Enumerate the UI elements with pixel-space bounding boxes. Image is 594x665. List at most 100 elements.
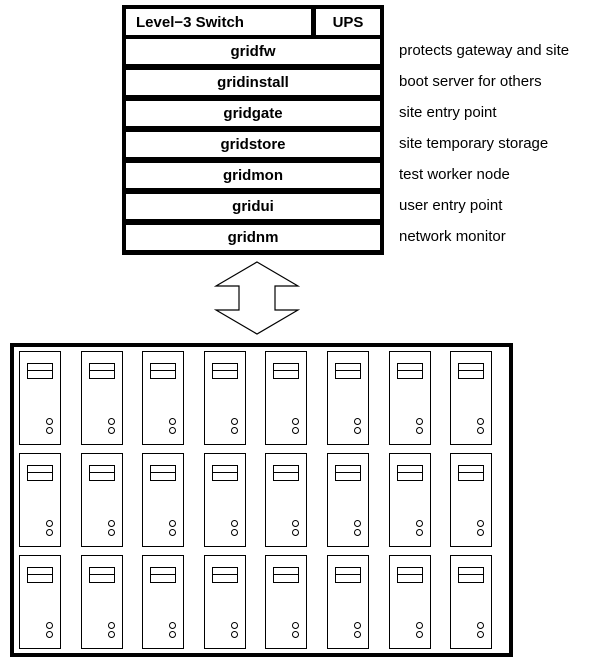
drive-bay-icon <box>89 363 115 379</box>
worker-node-icon <box>81 555 123 649</box>
worker-node-icon <box>389 351 431 445</box>
power-led-icon <box>292 529 299 536</box>
worker-node-icon <box>327 453 369 547</box>
power-led-icon <box>169 427 176 434</box>
worker-node-icon <box>142 555 184 649</box>
drive-bay-icon <box>212 363 238 379</box>
power-led-icon <box>416 427 423 434</box>
worker-node-icon <box>265 453 307 547</box>
worker-node-icon <box>81 351 123 445</box>
drive-bay-icon <box>27 567 53 583</box>
role-label-gridstore: site temporary storage <box>399 135 549 152</box>
power-led-icon <box>292 520 299 527</box>
power-led-icon <box>169 418 176 425</box>
power-led-icon <box>354 418 361 425</box>
server-gridnm: gridnm <box>126 225 380 250</box>
drive-bay-icon <box>150 363 176 379</box>
worker-node-icon <box>389 555 431 649</box>
worker-node-icon <box>19 555 61 649</box>
worker-node-icon <box>19 351 61 445</box>
worker-node-icon <box>142 351 184 445</box>
drive-bay-icon <box>27 465 53 481</box>
power-led-icon <box>354 622 361 629</box>
drive-bay-icon <box>458 363 484 379</box>
drive-bay-icon <box>150 465 176 481</box>
power-led-icon <box>416 622 423 629</box>
power-led-icon <box>416 418 423 425</box>
power-led-icon <box>169 529 176 536</box>
drive-bay-icon <box>458 465 484 481</box>
drive-bay-icon <box>89 567 115 583</box>
drive-bay-icon <box>397 465 423 481</box>
power-led-icon <box>46 520 53 527</box>
drive-bay-icon <box>212 465 238 481</box>
power-led-icon <box>46 631 53 638</box>
power-led-icon <box>477 631 484 638</box>
role-label-gridgate: site entry point <box>399 104 497 121</box>
power-led-icon <box>108 418 115 425</box>
drive-bay-icon <box>150 567 176 583</box>
power-led-icon <box>416 529 423 536</box>
power-led-icon <box>231 529 238 536</box>
power-led-icon <box>169 520 176 527</box>
worker-node-icon <box>389 453 431 547</box>
power-led-icon <box>292 427 299 434</box>
power-led-icon <box>292 622 299 629</box>
worker-node-icon <box>265 351 307 445</box>
power-led-icon <box>477 427 484 434</box>
drive-bay-icon <box>397 363 423 379</box>
power-led-icon <box>46 529 53 536</box>
power-led-icon <box>231 427 238 434</box>
power-led-icon <box>108 622 115 629</box>
worker-node-icon <box>142 453 184 547</box>
power-led-icon <box>354 427 361 434</box>
worker-node-icon <box>450 555 492 649</box>
power-led-icon <box>292 631 299 638</box>
power-led-icon <box>416 631 423 638</box>
power-led-icon <box>354 631 361 638</box>
drive-bay-icon <box>89 465 115 481</box>
server-gridui: gridui <box>126 194 380 219</box>
ups-unit: UPS <box>316 9 380 35</box>
power-led-icon <box>477 520 484 527</box>
rack-top-row: Level−3 Switch UPS <box>126 9 380 35</box>
worker-node-icon <box>327 351 369 445</box>
power-led-icon <box>292 418 299 425</box>
worker-node-icon <box>19 453 61 547</box>
server-rack: Level−3 Switch UPS gridfw gridinstall gr… <box>122 5 384 255</box>
worker-node-icon <box>450 351 492 445</box>
power-led-icon <box>231 622 238 629</box>
worker-node-icon <box>204 555 246 649</box>
drive-bay-icon <box>273 363 299 379</box>
power-led-icon <box>169 622 176 629</box>
power-led-icon <box>477 418 484 425</box>
server-gridmon: gridmon <box>126 163 380 188</box>
power-led-icon <box>477 622 484 629</box>
worker-node-icon <box>265 555 307 649</box>
server-gridinstall: gridinstall <box>126 70 380 95</box>
power-led-icon <box>108 427 115 434</box>
worker-node-icon <box>450 453 492 547</box>
power-led-icon <box>231 418 238 425</box>
drive-bay-icon <box>458 567 484 583</box>
role-label-gridui: user entry point <box>399 197 503 214</box>
power-led-icon <box>477 529 484 536</box>
drive-bay-icon <box>212 567 238 583</box>
role-label-gridinstall: boot server for others <box>399 73 542 90</box>
level3-switch: Level−3 Switch <box>126 9 311 35</box>
role-label-gridnm: network monitor <box>399 228 506 245</box>
drive-bay-icon <box>335 465 361 481</box>
drive-bay-icon <box>27 363 53 379</box>
worker-node-icon <box>327 555 369 649</box>
power-led-icon <box>46 622 53 629</box>
power-led-icon <box>354 520 361 527</box>
drive-bay-icon <box>273 567 299 583</box>
drive-bay-icon <box>273 465 299 481</box>
power-led-icon <box>46 418 53 425</box>
power-led-icon <box>108 520 115 527</box>
power-led-icon <box>108 529 115 536</box>
double-headed-arrow-icon <box>214 261 300 335</box>
worker-node-icon <box>81 453 123 547</box>
worker-node-cluster <box>10 343 513 657</box>
power-led-icon <box>231 520 238 527</box>
